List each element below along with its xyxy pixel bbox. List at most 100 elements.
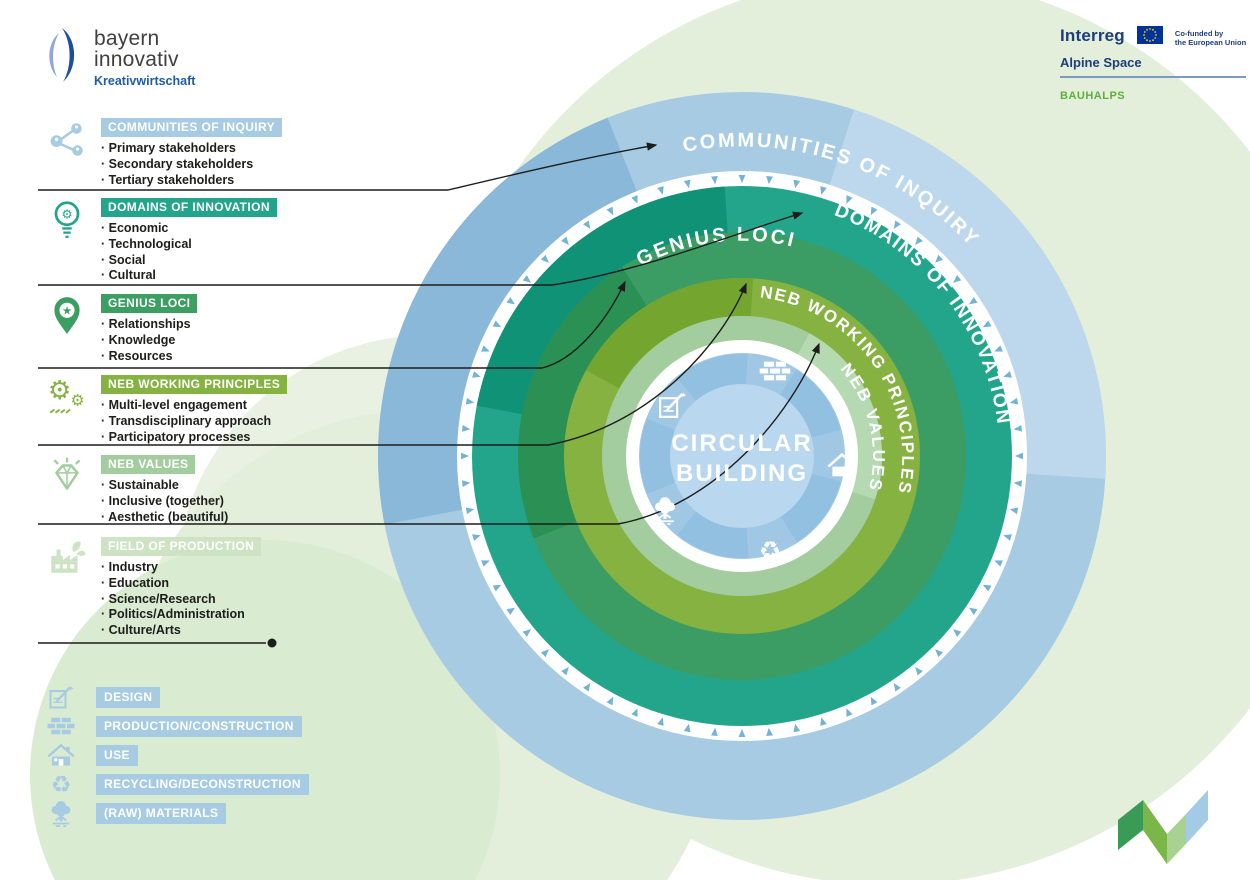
triangle-marker: [820, 186, 827, 195]
triangle-marker: [540, 254, 549, 263]
triangle-marker: [472, 534, 481, 541]
legend-item: Social: [101, 253, 277, 269]
triangle-marker: [738, 175, 746, 183]
triangle-marker: [870, 206, 878, 216]
triangle-marker: [657, 186, 664, 195]
interreg-program-name: Interreg: [1060, 26, 1125, 45]
eu-star: [1154, 37, 1157, 39]
legend-section-field-of-production: FIELD OF PRODUCTION Industry Education S…: [46, 537, 366, 639]
triangle-marker: [561, 667, 569, 676]
center-title-line1: CIRCULAR: [671, 430, 812, 457]
legend-item: Economic: [101, 221, 277, 237]
design-icon: [658, 391, 688, 419]
house-icon: [46, 740, 76, 770]
legend-label: NEB VALUES: [101, 455, 196, 474]
house-icon: [827, 453, 857, 478]
legend-item: Participatory processes: [101, 430, 287, 446]
triangle-band-markers: [461, 175, 1023, 737]
triangle-marker: [465, 507, 475, 515]
triangle-marker: [893, 220, 901, 230]
triangle-marker: [846, 195, 853, 204]
legend-label: FIELD OF PRODUCTION: [101, 537, 262, 556]
legend-label: GENIUS LOCI: [101, 294, 198, 313]
legend-item: Relationships: [101, 317, 197, 333]
bricks-icon: [46, 711, 76, 741]
triangle-marker: [540, 649, 549, 658]
triangle-marker: [522, 275, 531, 283]
triangle-marker: [1009, 507, 1019, 515]
triangle-marker: [465, 397, 475, 405]
legend-item: Resources: [101, 349, 197, 365]
triangle-marker: [711, 727, 718, 737]
recycle-icon: [758, 536, 782, 566]
ring-neb-working-principles: [564, 278, 920, 634]
tree-icon: [654, 496, 676, 525]
network-icon: [46, 118, 88, 160]
lifecycle-row-production: PRODUCTION/CONSTRUCTION: [46, 711, 302, 741]
ring-shade-arc: [518, 232, 966, 680]
legend-item: Cultural: [101, 268, 277, 284]
legend-section-neb-values: NEB VALUES Sustainable Inclusive (togeth…: [46, 455, 366, 525]
factory-plant-icon: [46, 537, 88, 579]
center-title-line2: BUILDING: [676, 460, 808, 487]
ring-shade-arc: [378, 92, 1106, 820]
triangle-marker: [953, 275, 962, 283]
ring-communities-of-inquiry: [378, 92, 1106, 820]
ring-label-genius-loci: GENIUS LOCI: [633, 224, 798, 271]
ring-label-communities: COMMUNITIES OF INQUIRY: [681, 129, 984, 251]
triangle-marker: [492, 320, 502, 328]
ring-labels: COMMUNITIES OF INQUIRY DOMAINS OF INNOVA…: [633, 129, 1014, 496]
eu-flag-icon: [1136, 26, 1163, 44]
interreg-divider: [1060, 76, 1246, 78]
center-circle-inner: [670, 384, 814, 528]
triangle-marker: [1009, 397, 1019, 405]
legend-item: Politics/Administration: [101, 607, 261, 623]
bayern-innovativ-mark-icon: [49, 28, 75, 82]
ring-white-gap: [626, 340, 858, 572]
triangle-marker: [915, 667, 923, 676]
ring-shade-arc: [564, 278, 920, 634]
eu-star: [1146, 39, 1148, 42]
triangle-marker: [994, 560, 1003, 567]
rings: [378, 92, 1106, 820]
lifecycle-label: DESIGN: [96, 686, 161, 708]
gears-icon: [46, 375, 88, 417]
triangle-marker: [820, 717, 827, 726]
eu-star: [1155, 34, 1157, 36]
triangle-marker: [1003, 371, 1012, 378]
legend-section-neb-working-principles: NEB WORKING PRINCIPLES Multi-level engag…: [46, 375, 366, 445]
triangle-marker: [935, 254, 944, 263]
triangle-marker: [793, 723, 801, 733]
triangle-marker: [738, 729, 746, 737]
triangle-marker: [472, 371, 481, 378]
lifecycle-label: RECYCLING/DECONSTRUCTION: [96, 773, 309, 795]
triangle-marker: [461, 452, 469, 460]
bricks-icon: [759, 361, 791, 381]
legend-item: Education: [101, 576, 261, 592]
legend-section-genius-loci: GENIUS LOCI Relationships Knowledge Reso…: [46, 294, 366, 364]
diamond-icon: [46, 455, 88, 497]
lifecycle-row-design: DESIGN: [46, 682, 161, 712]
triangle-marker: [846, 708, 853, 717]
legend-item: Culture/Arts: [101, 623, 261, 639]
legend-item: Inclusive (together): [101, 494, 228, 510]
triangle-marker: [793, 179, 801, 189]
triangle-marker: [953, 629, 962, 637]
legend-item: Sustainable: [101, 478, 228, 494]
triangle-marker: [766, 727, 773, 737]
triangle-marker: [606, 696, 614, 706]
ring-triangle-band: [457, 171, 1027, 741]
legend-item: Aesthetic (beautiful): [101, 510, 228, 526]
lifecycle-label: PRODUCTION/CONSTRUCTION: [96, 715, 302, 737]
lifecycle-label: USE: [96, 744, 138, 766]
ring-label-domains: DOMAINS OF INNOVATION: [832, 200, 1014, 427]
triangle-marker: [982, 584, 992, 592]
triangle-marker: [968, 607, 978, 615]
triangle-marker: [606, 206, 614, 216]
center-content: CIRCULAR BUILDING: [654, 361, 857, 566]
legend-item: Science/Research: [101, 592, 261, 608]
interreg-project-name: BAUHALPS: [1060, 90, 1126, 102]
triangle-marker: [1013, 480, 1023, 487]
center-circle-outer: [639, 353, 845, 559]
lifecycle-row-use: USE: [46, 740, 138, 770]
